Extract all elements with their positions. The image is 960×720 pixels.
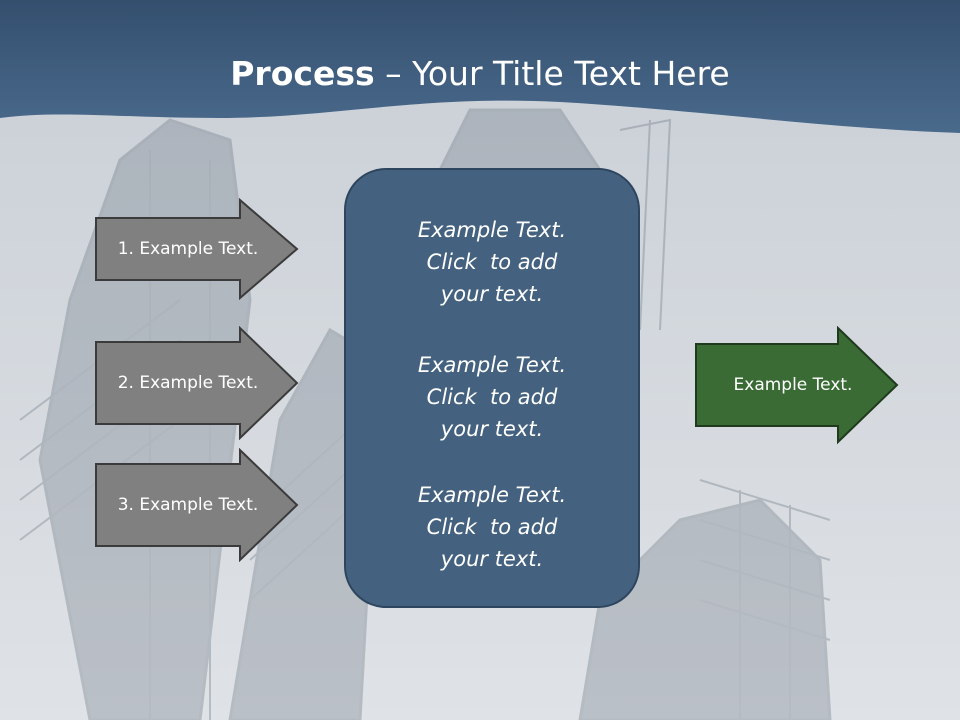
input-arrow-label: 2. Example Text. bbox=[117, 373, 259, 393]
right-arrow-shape-icon bbox=[695, 326, 899, 445]
title-bold: Process bbox=[230, 54, 375, 93]
process-text-line: Example Text. bbox=[417, 218, 567, 242]
process-text-line: Example Text. bbox=[417, 483, 567, 507]
output-arrow-label: Example Text. bbox=[733, 375, 853, 395]
process-text-line: Click to add bbox=[426, 385, 558, 409]
process-text-line: Click to add bbox=[426, 250, 558, 274]
process-text-line: Click to add bbox=[426, 515, 558, 539]
process-text-line: Example Text. bbox=[417, 353, 567, 377]
input-arrow-2[interactable]: 2. Example Text. bbox=[94, 326, 300, 440]
title-rest: – Your Title Text Here bbox=[374, 54, 730, 93]
input-arrow-1[interactable]: 1. Example Text. bbox=[94, 198, 300, 300]
output-arrow[interactable]: Example Text. bbox=[694, 326, 900, 446]
input-arrow-3[interactable]: 3. Example Text. bbox=[94, 448, 300, 562]
slide-title[interactable]: Process – Your Title Text Here bbox=[0, 52, 960, 96]
right-arrow-shape-icon bbox=[95, 198, 299, 300]
process-text-line: your text. bbox=[440, 417, 544, 441]
right-arrow-shape-icon bbox=[95, 448, 299, 562]
process-text-block-1[interactable]: Example Text. Click to add your text. bbox=[346, 214, 638, 310]
process-text-block-3[interactable]: Example Text. Click to add your text. bbox=[346, 479, 638, 575]
input-arrow-label: 1. Example Text. bbox=[117, 239, 259, 259]
right-arrow-shape-icon bbox=[95, 326, 299, 440]
header-band bbox=[0, 0, 960, 133]
process-text-block-2[interactable]: Example Text. Click to add your text. bbox=[346, 349, 638, 445]
input-arrow-label: 3. Example Text. bbox=[117, 495, 259, 515]
process-text-line: your text. bbox=[440, 282, 544, 306]
process-box[interactable]: Example Text. Click to add your text. Ex… bbox=[344, 168, 640, 608]
process-text-line: your text. bbox=[440, 547, 544, 571]
